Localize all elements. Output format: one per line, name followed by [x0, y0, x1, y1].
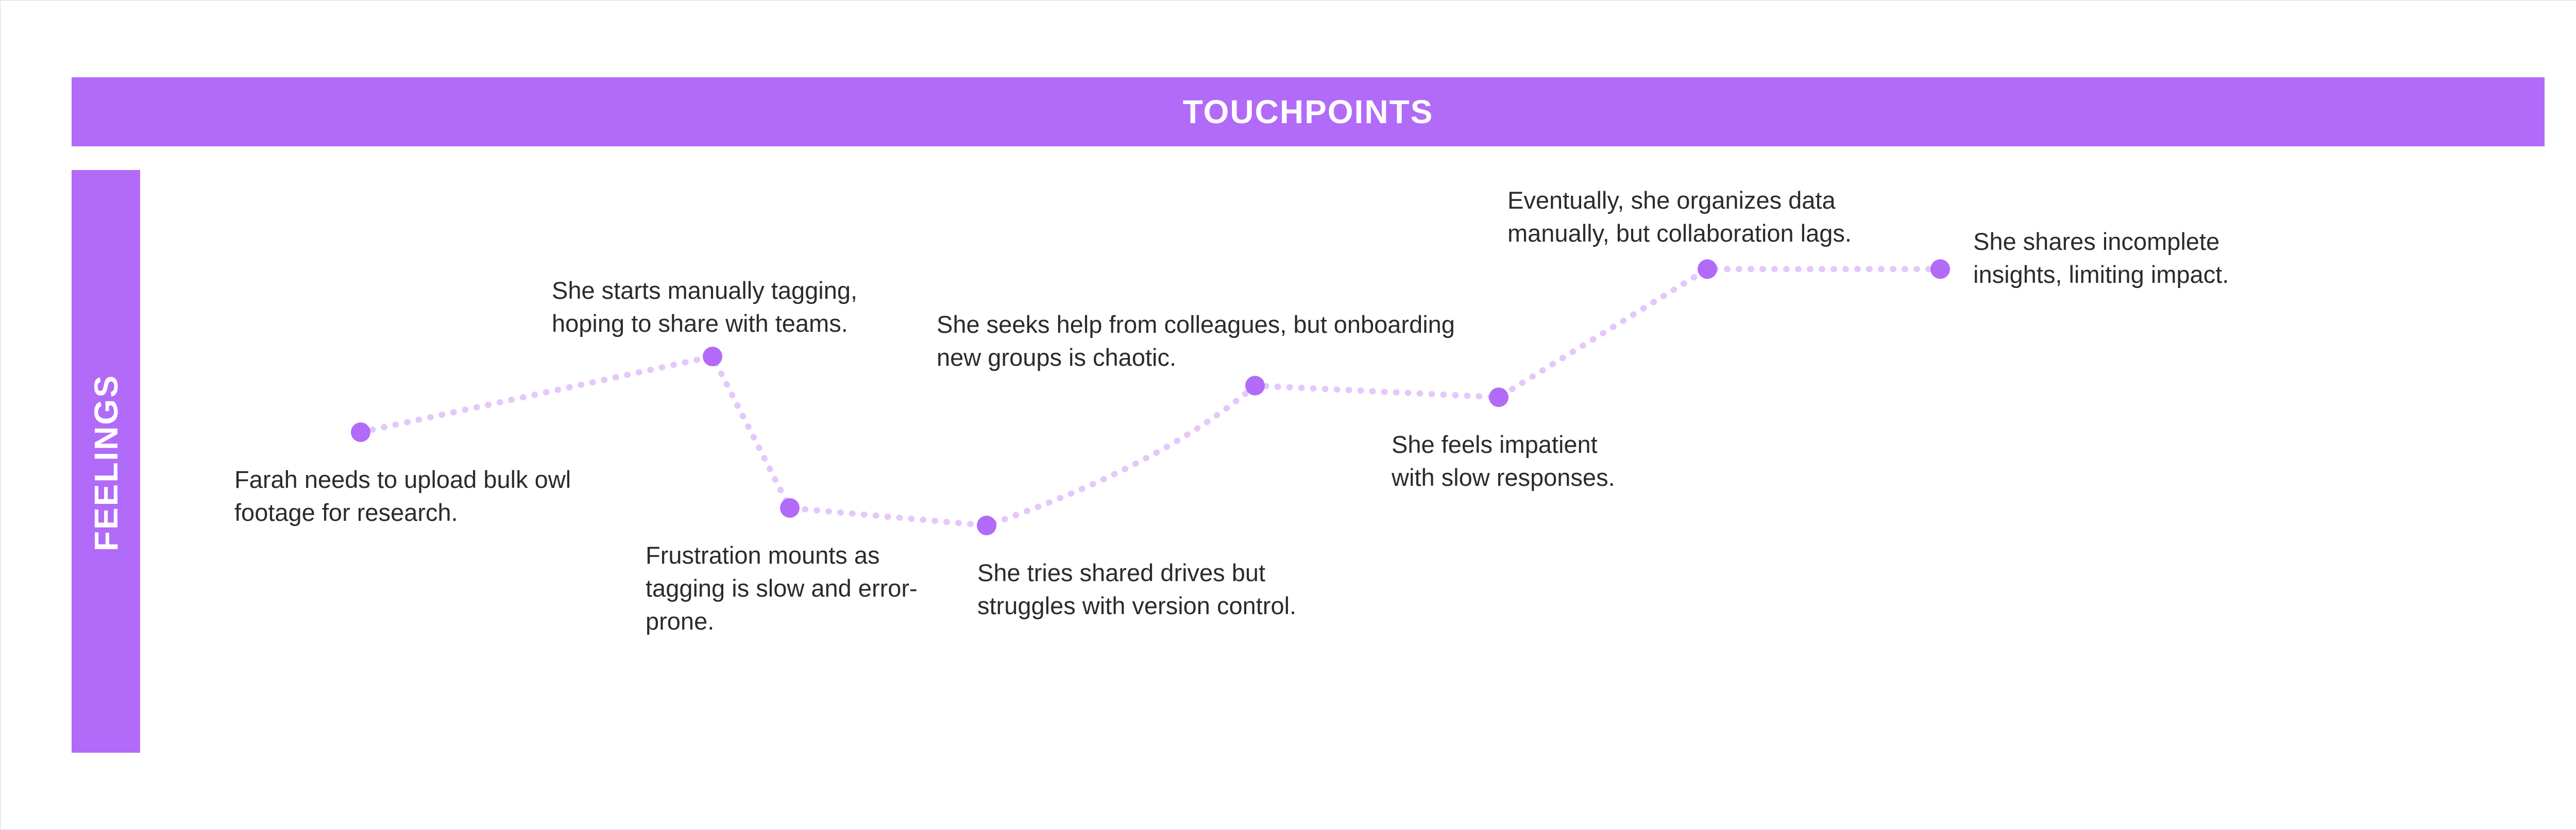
- journey-points: [351, 259, 1950, 535]
- journey-point-8: [1930, 259, 1950, 279]
- step-3-description: Frustration mounts as tagging is slow an…: [646, 541, 918, 635]
- journey-line: [358, 266, 1943, 529]
- touchpoints-header: TOUCHPOINTS: [72, 77, 2545, 146]
- journey-point-6: [1489, 387, 1509, 408]
- step-4-description: She tries shared drives but struggles wi…: [977, 558, 1297, 619]
- journey-point-1: [351, 422, 370, 442]
- step-6-description: She feels impatient with slow responses.: [1392, 431, 1615, 492]
- step-2-description: She starts manually tagging, hoping to s…: [552, 276, 858, 337]
- step-7-description: Eventually, she organizes data manually,…: [1507, 187, 1852, 247]
- touchpoints-title: TOUCHPOINTS: [1182, 93, 1434, 130]
- journey-point-3: [780, 498, 800, 518]
- step-1-description: Farah needs to upload bulk owl footage f…: [234, 465, 571, 526]
- step-8-description: She shares incomplete insights, limiting…: [1973, 228, 2229, 289]
- step-5-description: She seeks help from colleagues, but onbo…: [937, 311, 1455, 371]
- journey-point-4: [977, 515, 996, 535]
- journey-point-7: [1698, 259, 1717, 279]
- feelings-axis: FEELINGS: [72, 170, 140, 753]
- journey-point-2: [703, 346, 722, 366]
- journey-point-5: [1245, 376, 1265, 396]
